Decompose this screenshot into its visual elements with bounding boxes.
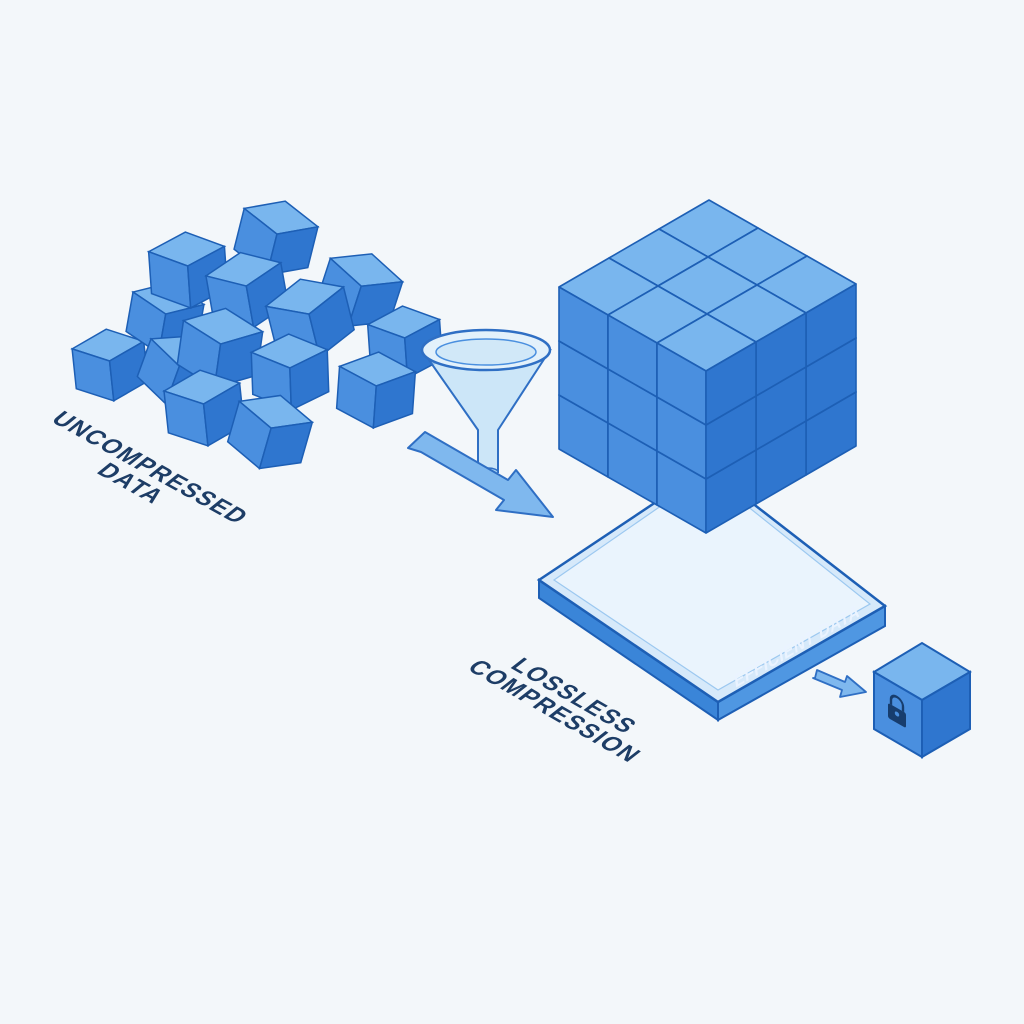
- uncompressed-cube-pile: [70, 200, 444, 470]
- cube-right-face: [705, 341, 757, 426]
- arrow-icon: [812, 669, 867, 698]
- arrow-icon: [407, 431, 554, 518]
- scattered-cube: [70, 328, 149, 403]
- lock-icon: [888, 694, 906, 728]
- scattered-cube: [226, 394, 315, 470]
- scattered-cube: [249, 333, 330, 412]
- stack-cube: [656, 313, 757, 426]
- compressed-cube-stack: [558, 199, 857, 534]
- funnel-icon: [420, 328, 552, 477]
- scattered-cube: [335, 351, 418, 430]
- scattered-cube: [176, 307, 265, 389]
- locked-cube: [872, 641, 972, 759]
- scattered-cube: [204, 251, 289, 329]
- platform: [536, 466, 888, 722]
